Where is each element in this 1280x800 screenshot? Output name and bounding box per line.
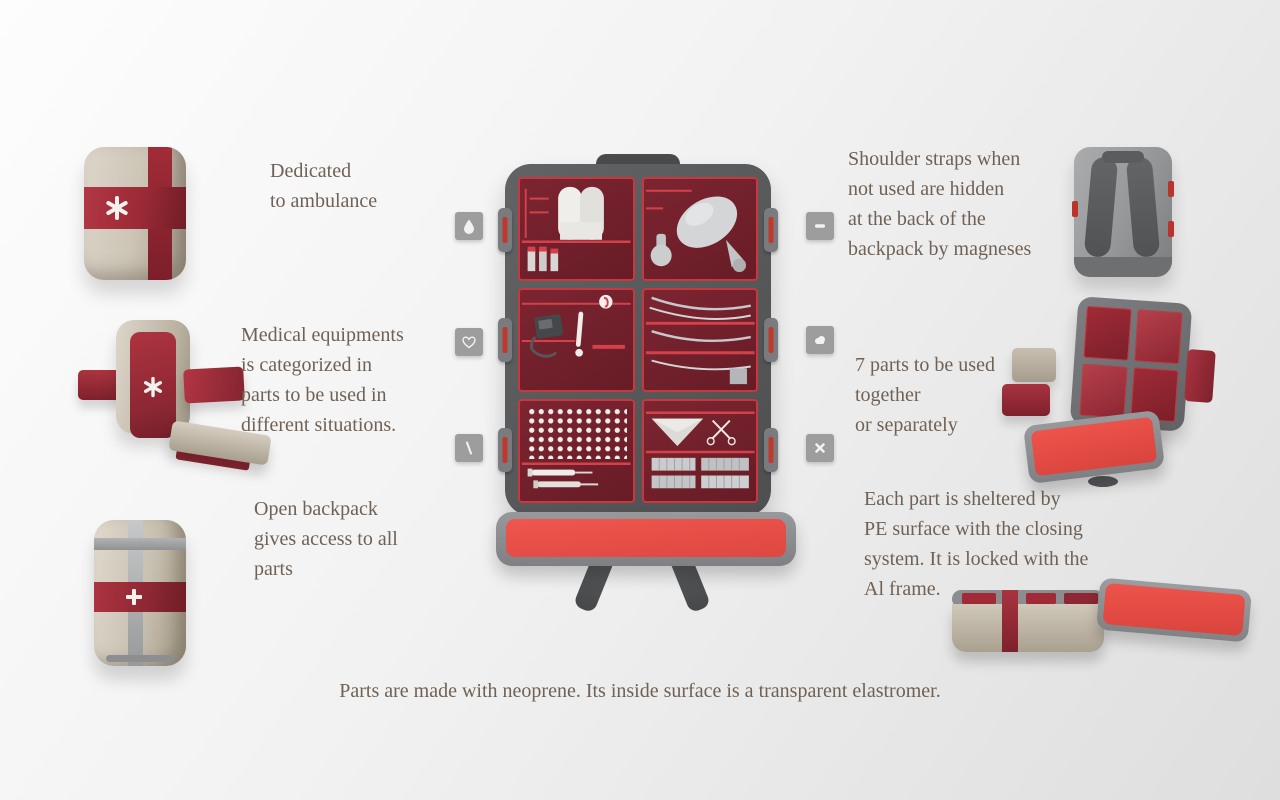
- red-part: [1083, 305, 1132, 361]
- star-of-life-icon: [106, 196, 128, 220]
- top-pad: [1102, 151, 1144, 163]
- red-latch-tab: [1168, 181, 1174, 197]
- tubes-art: [645, 296, 755, 385]
- badge-capsule: [806, 212, 834, 240]
- render-backpack-parts-extended: [78, 312, 272, 472]
- cloud-icon: [815, 336, 825, 344]
- lid-red-surface: [1030, 416, 1158, 477]
- pill-blister-grid: [527, 407, 627, 459]
- red-band: [1002, 590, 1018, 652]
- medical-cross-icon: [126, 589, 142, 605]
- needle-icon: [466, 441, 472, 455]
- annotation-sheltered: Each part is sheltered by PE surface wit…: [864, 488, 1089, 600]
- compartment-pills: [518, 399, 635, 503]
- latch: [498, 208, 512, 252]
- monitor-art: [521, 294, 631, 358]
- compartment-tubes: [641, 288, 758, 392]
- red-latch-tab: [1072, 201, 1078, 217]
- case-lid: [1096, 577, 1252, 643]
- gray-band: [94, 538, 186, 550]
- footer-caption: Parts are made with neoprene. Its inside…: [339, 680, 941, 702]
- red-part-box-left: [1002, 384, 1050, 416]
- annotation-seven-parts: 7 parts to be used together or separatel…: [855, 354, 995, 436]
- red-compartment: [1026, 593, 1056, 604]
- compartment-bandages: [641, 399, 758, 503]
- gloves-art: [521, 186, 631, 272]
- red-part-right: [183, 366, 245, 404]
- annotation-open-access: Open backpack gives access to all parts: [254, 498, 398, 580]
- badge-cross: [806, 434, 834, 462]
- heart-icon: [462, 336, 476, 349]
- annotation-shoulder-straps: Shoulder straps when not used are hidden…: [848, 148, 1032, 260]
- resuscitator-art: [645, 189, 746, 273]
- case-body: [952, 604, 1104, 652]
- latch: [498, 428, 512, 472]
- red-compartment: [962, 593, 996, 604]
- compartment-grid: [518, 177, 758, 503]
- red-part: [1134, 309, 1183, 365]
- stand-foot: [1088, 476, 1118, 487]
- red-horizontal-band: [84, 187, 186, 229]
- badge-needle: [455, 434, 483, 462]
- open-frame: [1069, 296, 1193, 432]
- badge-heart: [455, 328, 483, 356]
- red-compartment: [1064, 593, 1098, 604]
- render-closed-backpack-side: [94, 520, 186, 666]
- lid-red-surface: [1102, 582, 1246, 637]
- capsule-icon: [815, 224, 825, 228]
- syringes-art: [521, 462, 631, 489]
- red-latch-tab: [1168, 221, 1174, 237]
- latch: [764, 428, 778, 472]
- render-closed-backpack-front: [84, 147, 186, 280]
- base-foot: [106, 655, 174, 662]
- droplet-icon: [464, 219, 474, 234]
- compartment-resuscitator: [641, 177, 758, 281]
- lid-red-surface: [506, 519, 786, 557]
- backpack-back: [1074, 147, 1172, 277]
- render-open-backpack-main: [498, 154, 778, 516]
- backpack-body: [84, 147, 186, 280]
- annotation-categorized: Medical equipments is categorized in par…: [241, 324, 404, 436]
- render-open-backpack-parts: [1002, 296, 1216, 490]
- red-part-box-right: [1184, 349, 1216, 403]
- beige-part-box: [1012, 348, 1056, 382]
- part-grid: [1079, 305, 1183, 423]
- render-open-flat-case: [938, 577, 1256, 678]
- annotation-dedicated: Dedicated to ambulance: [270, 160, 378, 212]
- compartment-gloves: [518, 177, 635, 281]
- render-backpack-back-straps: [1072, 147, 1174, 277]
- badge-cloud: [806, 326, 834, 354]
- latch: [498, 318, 512, 362]
- red-part: [1079, 363, 1128, 419]
- cross-icon: [815, 443, 825, 453]
- latch: [764, 208, 778, 252]
- compartment-monitor: [518, 288, 635, 392]
- star-of-life-icon: [143, 376, 163, 398]
- open-lid-tray: [496, 512, 796, 566]
- aluminum-frame: [498, 164, 778, 516]
- bandages-art: [645, 411, 755, 489]
- open-lid-tray: [1022, 409, 1166, 485]
- latch: [764, 318, 778, 362]
- shoulder-strap-left: [1083, 156, 1119, 258]
- backpack-body: [94, 520, 186, 666]
- bottom-bar: [1074, 257, 1172, 277]
- badge-droplet: [455, 212, 483, 240]
- shoulder-strap-right: [1125, 156, 1161, 258]
